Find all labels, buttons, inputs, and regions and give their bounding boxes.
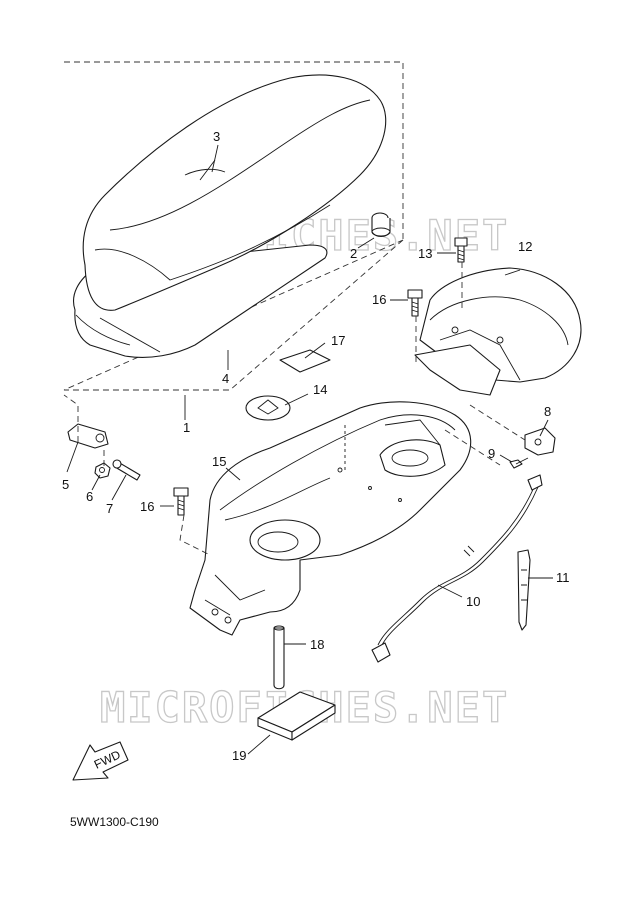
bolt-16-lower xyxy=(173,487,189,516)
nut-6 xyxy=(94,462,111,479)
callout-8: 8 xyxy=(544,404,551,419)
seat xyxy=(73,74,387,358)
callout-16-upper: 16 xyxy=(372,292,386,307)
callout-9: 9 xyxy=(488,446,495,461)
callout-3: 3 xyxy=(213,129,220,144)
callout-5: 5 xyxy=(62,477,69,492)
cable-tie xyxy=(517,549,531,631)
callout-13: 13 xyxy=(418,246,432,261)
rear-storage-cover xyxy=(414,267,582,396)
seat-lock-cable xyxy=(371,474,543,663)
figure-code: 5WW1300-C190 xyxy=(70,815,159,829)
screw-9 xyxy=(509,457,529,469)
callout-6: 6 xyxy=(86,489,93,504)
callout-12: 12 xyxy=(518,239,532,254)
storage-box xyxy=(189,401,472,636)
callout-18: 18 xyxy=(310,637,324,652)
bolt-13 xyxy=(454,237,468,263)
callout-10: 10 xyxy=(466,594,480,609)
callout-7: 7 xyxy=(106,501,113,516)
owners-manual xyxy=(257,691,336,741)
seat-damper-part xyxy=(371,212,391,238)
callout-1: 1 xyxy=(183,420,190,435)
callout-4: 4 xyxy=(222,371,229,386)
seat-lock-pin xyxy=(184,159,226,181)
callouts: 1 2 3 4 5 6 7 8 9 10 11 12 13 14 15 16 1… xyxy=(62,129,570,763)
label-14 xyxy=(245,395,291,421)
leader-lines xyxy=(63,144,553,755)
callout-11: 11 xyxy=(556,570,570,585)
callout-19: 19 xyxy=(232,748,246,763)
callout-14: 14 xyxy=(313,382,327,397)
bolt-16-upper xyxy=(407,289,423,317)
callout-16-lower: 16 xyxy=(140,499,154,514)
forward-direction-arrow: FWD xyxy=(72,741,129,781)
callout-2: 2 xyxy=(350,246,357,261)
pin-7 xyxy=(112,459,141,481)
seat-lock-bracket xyxy=(67,423,109,449)
latch-8 xyxy=(524,427,556,456)
label-17 xyxy=(279,349,331,373)
drain-hose xyxy=(273,625,285,690)
callout-17: 17 xyxy=(331,333,345,348)
callout-15: 15 xyxy=(212,454,226,469)
